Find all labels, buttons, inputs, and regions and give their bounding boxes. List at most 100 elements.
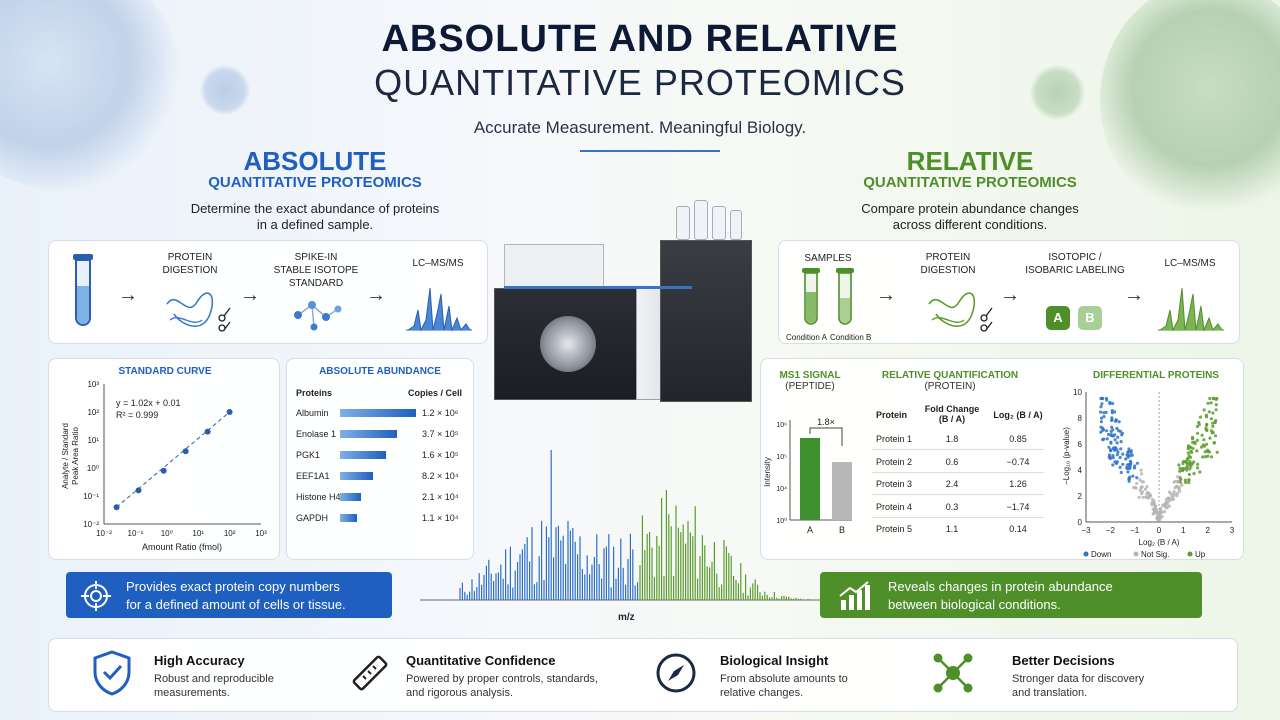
volcano-point (1213, 434, 1218, 438)
virus-illustration-left (200, 65, 250, 115)
volcano-point (1155, 516, 1159, 520)
features-panel (48, 638, 1238, 712)
isotope-standard-icon (294, 301, 342, 331)
arrow-icon: → (366, 284, 386, 306)
volcano-point (1206, 454, 1210, 458)
volcano-point (1113, 460, 1117, 464)
volcano-point (1170, 498, 1174, 502)
fold-bracket (809, 427, 843, 446)
volcano-point (1165, 500, 1169, 504)
relative-banner-text-2: between biological conditions. (888, 597, 1061, 612)
volcano-point (1153, 505, 1158, 509)
volcano-point (1138, 478, 1142, 482)
y-tick-label: 10⁻² (83, 520, 99, 529)
y-tick-label: 8 (1078, 414, 1083, 423)
feature-2-title: Quantitative Confidence (406, 653, 556, 668)
y-tick-label: 10³ (87, 380, 99, 389)
legend-label: Down (1091, 550, 1111, 559)
x-tick-label: 0 (1157, 526, 1162, 535)
volcano-point (1099, 416, 1104, 420)
y-axis-label: −Log₁₀ (p-value) (1062, 427, 1071, 485)
volcano-point (1135, 461, 1139, 465)
volcano-point (1129, 449, 1133, 453)
volcano-point (1196, 462, 1200, 466)
volcano-point (1201, 443, 1205, 447)
volcano-point (1143, 487, 1147, 491)
label-tag-a: A (1046, 306, 1070, 330)
legend-marker (1083, 551, 1089, 557)
volcano-point (1198, 470, 1202, 474)
feature-3-title: Biological Insight (720, 653, 829, 668)
volcano-point (1196, 466, 1200, 470)
y-tick-label: 10⁵ (776, 454, 787, 461)
volcano-point (1214, 403, 1218, 407)
mass-spectrum-chart (420, 450, 860, 601)
abundance-copies: 1.6 × 10⁵ (422, 450, 459, 460)
volcano-point (1135, 481, 1139, 485)
feature-2-desc-2: and rigorous analysis. (406, 687, 514, 699)
mass-spectrometer-illustration (490, 200, 770, 410)
abundance-protein-name: Enolase 1 (296, 429, 337, 439)
volcano-point (1141, 480, 1145, 484)
volcano-point (1099, 405, 1103, 409)
table-divider (872, 516, 1044, 518)
volcano-point (1105, 398, 1109, 402)
volcano-point (1191, 437, 1195, 441)
volcano-point (1177, 463, 1181, 467)
volcano-point (1108, 401, 1112, 406)
volcano-point (1215, 450, 1219, 454)
bar-label: A (807, 525, 813, 535)
volcano-point (1204, 426, 1208, 430)
volcano-point (1145, 496, 1149, 500)
feature-4-desc-1: Stronger data for discovery (1012, 673, 1145, 685)
relq-log: 0.85 (1009, 434, 1027, 444)
volcano-title: DIFFERENTIAL PROTEINS (1093, 370, 1219, 381)
volcano-point (1188, 462, 1192, 466)
volcano-point (1206, 448, 1210, 452)
sample-tubes-icon (802, 268, 854, 325)
feature-4-desc-2: and translation. (1012, 687, 1088, 699)
volcano-point (1152, 511, 1156, 515)
volcano-point (1101, 428, 1105, 432)
abundance-bar (340, 514, 357, 522)
y-axis-label: Intensity (763, 457, 772, 487)
volcano-point (1195, 424, 1200, 429)
volcano-point (1188, 467, 1192, 471)
volcano-point (1114, 418, 1118, 422)
volcano-point (1139, 472, 1144, 476)
volcano-point (1111, 456, 1115, 460)
y-tick-label: 10¹ (87, 436, 99, 445)
abundance-col-copies: Copies / Cell (408, 388, 463, 398)
volcano-point (1137, 495, 1141, 499)
ms1-bar (800, 438, 820, 520)
test-tube-icon (73, 254, 93, 326)
abundance-copies: 2.1 × 10⁴ (422, 492, 459, 502)
volcano-point (1203, 450, 1207, 454)
volcano-point (1125, 453, 1129, 457)
volcano-point (1208, 436, 1212, 440)
abundance-bar (340, 472, 374, 480)
volcano-point (1104, 410, 1108, 414)
volcano-point (1200, 433, 1204, 437)
volcano-point (1185, 465, 1189, 469)
volcano-point (1206, 401, 1210, 405)
x-tick-label: −2 (1106, 526, 1116, 535)
volcano-point (1152, 502, 1156, 506)
relq-protein: Protein 1 (876, 434, 913, 444)
relative-title: RELATIVE (906, 146, 1034, 176)
y-tick-label: 2 (1078, 492, 1083, 501)
abundance-bar (340, 493, 362, 501)
volcano-point (1176, 480, 1180, 484)
volcano-point (1138, 488, 1142, 492)
volcano-point (1174, 484, 1179, 488)
table-divider (872, 449, 1044, 450)
volcano-point (1119, 470, 1123, 475)
y-tick-label: 10⁰ (776, 517, 787, 525)
volcano-point (1100, 402, 1104, 406)
volcano-point (1120, 431, 1124, 435)
volcano-point (1145, 485, 1149, 489)
